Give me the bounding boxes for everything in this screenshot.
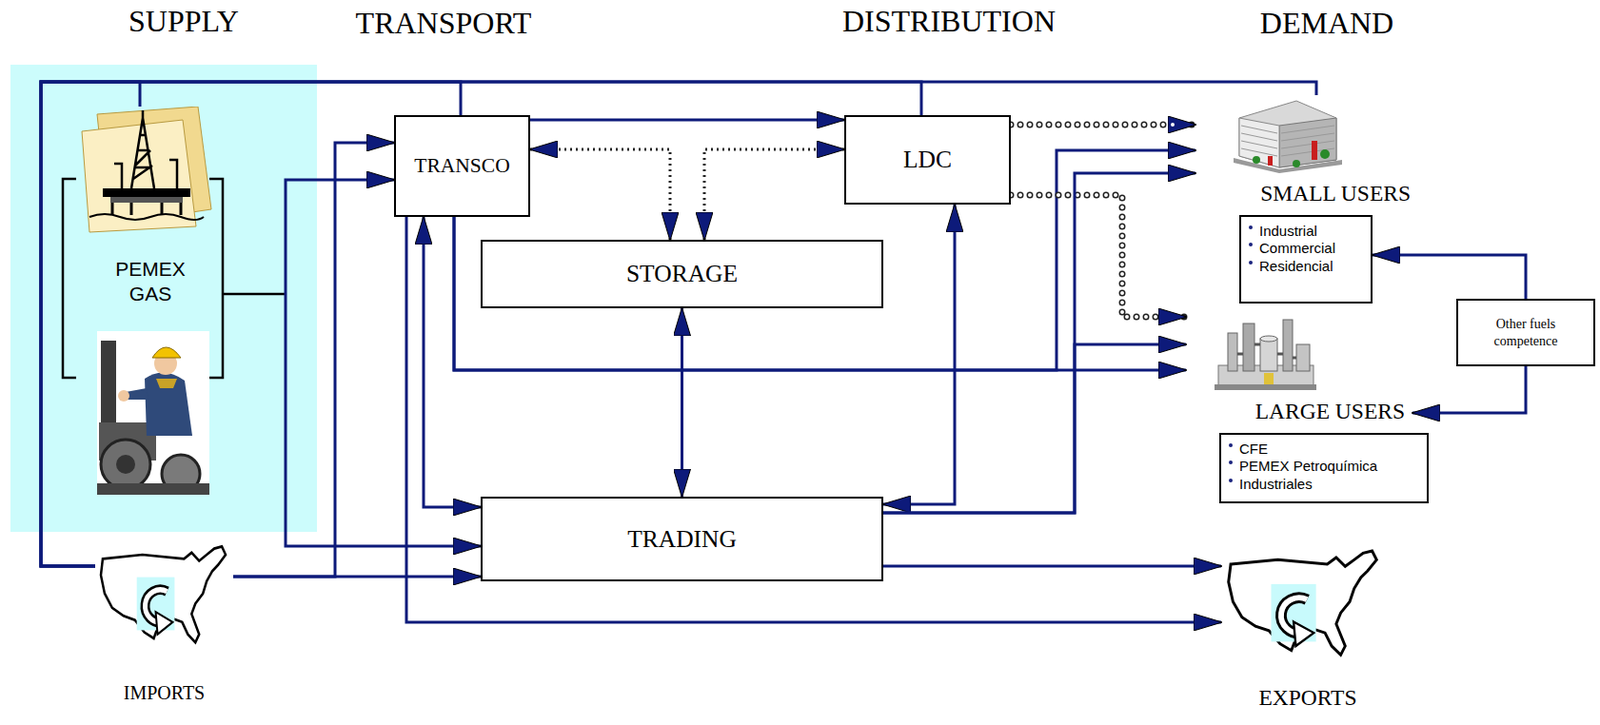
flow-arrow <box>883 565 1222 569</box>
supplier-name: PEMEX GAS <box>101 256 199 306</box>
process-box: TRADING <box>480 496 884 582</box>
connector-group <box>316 179 395 181</box>
connector-group <box>1412 366 1526 414</box>
flow-arrow <box>883 204 955 505</box>
imports-map: IMPORTS <box>95 537 234 705</box>
connector-group <box>1010 124 1196 126</box>
exports-map: EXPORTS <box>1221 542 1395 712</box>
note-text: Other fuels competence <box>1472 316 1580 349</box>
column-header: TRANSPORT <box>355 5 533 40</box>
flow-arrow <box>883 173 1196 514</box>
connector-group <box>530 149 671 240</box>
small-users-icon: SMALL USERS <box>1195 95 1415 208</box>
flow-arrow <box>1412 366 1526 414</box>
user-group-label: LARGE USERS <box>1255 397 1405 426</box>
flow-arrow <box>40 81 922 567</box>
flow-arrow <box>423 217 481 508</box>
box-label: TRADING <box>627 524 737 554</box>
connector-group <box>681 308 683 497</box>
connector-group <box>406 217 1222 623</box>
flow-arrow <box>680 308 684 497</box>
column-header: SUPPLY <box>128 3 239 39</box>
flow-arrow <box>233 575 481 579</box>
connector-group <box>454 150 1196 371</box>
connector-group <box>285 532 481 547</box>
list-item: Industriales <box>1239 475 1313 494</box>
bullet-dot <box>1228 460 1233 465</box>
office-building-icon <box>1229 97 1347 174</box>
connector-group <box>1010 195 1186 317</box>
flow-arrow <box>40 81 1317 567</box>
connector-group <box>454 217 1186 371</box>
industrial-plant-icon <box>1214 316 1317 393</box>
map-icon <box>97 540 230 653</box>
bullet-dot <box>1248 242 1253 247</box>
connector-group <box>233 142 395 577</box>
dotted-line-hollow <box>1010 122 1175 127</box>
connector-group <box>40 81 922 567</box>
bullet-dot <box>1248 225 1253 230</box>
list-item: Industrial <box>1259 222 1318 240</box>
supply-region: PEMEX GAS <box>10 64 317 533</box>
flow-arrow <box>1372 255 1526 299</box>
dotted-flow-arrow <box>530 149 671 240</box>
column-header: DEMAND <box>1260 5 1394 40</box>
list-item: CFE <box>1239 440 1268 458</box>
map-label: IMPORTS <box>123 681 206 705</box>
process-box: LDC <box>844 115 1011 205</box>
connector-group <box>883 204 955 505</box>
oil-rig-icon <box>76 106 215 236</box>
flow-arrow <box>883 344 1186 514</box>
dotted-flow-arrow <box>704 149 845 240</box>
list-item: Residencial <box>1259 257 1334 276</box>
process-box: TRANSCO <box>394 115 531 218</box>
box-label: LDC <box>903 144 952 175</box>
map-icon <box>1224 544 1382 667</box>
flow-arrow <box>454 217 1186 371</box>
bullet-list-box: CFEPEMEX PetroquímicaIndustriales <box>1219 433 1429 504</box>
column-header: DISTRIBUTION <box>842 3 1056 39</box>
connector-group <box>530 119 845 121</box>
flow-arrow <box>316 178 395 182</box>
flow-arrow <box>233 142 395 577</box>
imports-map-art <box>95 537 234 705</box>
connector-group <box>704 149 845 240</box>
connector-group <box>1372 255 1526 299</box>
worker-icon <box>97 331 210 495</box>
dotted-line-hollow <box>1010 195 1166 317</box>
bullet-dot <box>1248 260 1253 265</box>
map-label: EXPORTS <box>1258 684 1357 712</box>
flow-arrow <box>454 150 1196 371</box>
connector-group <box>883 344 1186 514</box>
box-label: STORAGE <box>626 258 738 289</box>
user-group-label: SMALL USERS <box>1260 179 1411 208</box>
connector-group <box>233 576 481 578</box>
supply-trunk-line <box>285 179 317 533</box>
note-box: Other fuels competence <box>1456 298 1596 367</box>
dotted-flow-arrow <box>1010 121 1196 129</box>
connector-group <box>883 566 1222 568</box>
list-item: Commercial <box>1259 239 1336 257</box>
flow-arrow <box>530 118 845 122</box>
supply-band-fill <box>10 64 317 533</box>
bullet-dot <box>1228 443 1233 448</box>
connector-group <box>40 81 1317 567</box>
large-users-icon: LARGE USERS <box>1185 309 1413 426</box>
connector-group <box>883 173 1196 514</box>
bullet-dot <box>1228 478 1233 483</box>
list-item: PEMEX Petroquímica <box>1239 457 1378 475</box>
connector-group <box>423 217 481 508</box>
bullet-list-box: IndustrialCommercialResidencial <box>1239 215 1373 304</box>
flow-arrow <box>406 217 1222 623</box>
box-label: TRANSCO <box>414 153 510 178</box>
dotted-flow-arrow <box>1010 195 1186 317</box>
flow-arrow <box>285 532 481 547</box>
process-box: STORAGE <box>480 239 884 309</box>
